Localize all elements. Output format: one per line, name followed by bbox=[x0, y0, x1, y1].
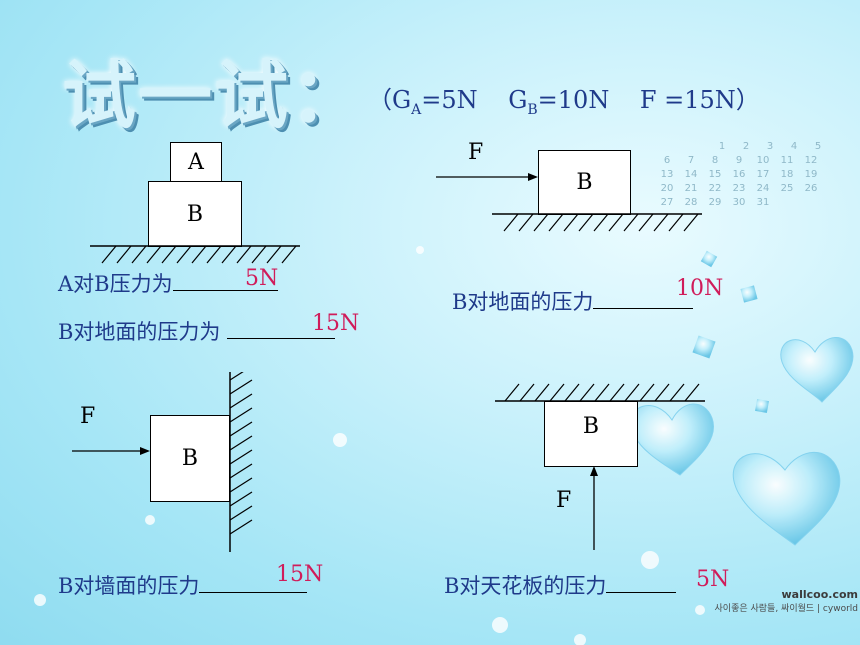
calendar-day: 22 bbox=[708, 183, 722, 194]
force-label: F bbox=[80, 404, 96, 429]
calendar-day: 13 bbox=[660, 169, 674, 180]
calendar-day: 23 bbox=[732, 183, 746, 194]
block-b-label: B bbox=[576, 170, 593, 195]
given-force: F =15N bbox=[639, 86, 736, 114]
block-b: B bbox=[150, 415, 230, 502]
calendar-day: 5 bbox=[814, 141, 822, 152]
watermark-tagline: 사이좋은 사람들, 싸이월드 | cyworld bbox=[714, 604, 858, 614]
calendar-day: 21 bbox=[684, 183, 698, 194]
block-b: B bbox=[148, 181, 242, 247]
heart-icon bbox=[732, 451, 841, 546]
calendar-day: 7 bbox=[687, 155, 695, 166]
wall-hatch bbox=[229, 372, 253, 552]
answer-1a: 5N bbox=[245, 266, 279, 291]
calendar-row: 27 28 29 30 31 bbox=[655, 196, 830, 210]
calendar-row: 13 14 15 16 17 18 19 bbox=[655, 168, 830, 182]
answer-blank bbox=[593, 307, 694, 309]
force-arrow-right bbox=[436, 173, 538, 181]
answer-blank bbox=[172, 289, 278, 291]
calendar-day: 2 bbox=[742, 141, 750, 152]
page-title: 试一试： bbox=[62, 53, 366, 139]
question-4-text: B对天花板的压力 bbox=[444, 574, 607, 598]
given-sub-a: A bbox=[411, 101, 422, 118]
block-b-label: B bbox=[186, 201, 204, 227]
calendar-day: 30 bbox=[732, 197, 746, 208]
calendar-day: 14 bbox=[684, 169, 698, 180]
block-b: B bbox=[544, 401, 638, 467]
calendar-day: 28 bbox=[684, 197, 698, 208]
block-a-label: A bbox=[188, 149, 204, 175]
answer-2: 10N bbox=[676, 276, 724, 301]
given-open: （G bbox=[368, 86, 412, 114]
given-close: ） bbox=[735, 86, 760, 114]
question-2-text: B对地面的压力 bbox=[452, 290, 594, 314]
calendar-day: 6 bbox=[663, 155, 671, 166]
heart-icon bbox=[630, 403, 715, 476]
question-2: B对地面的压力 bbox=[452, 286, 694, 316]
given-val-a: =5N bbox=[421, 86, 478, 114]
force-arrow-right bbox=[72, 447, 150, 455]
answer-3: 15N bbox=[276, 562, 324, 587]
question-4: B对天花板的压力 bbox=[444, 570, 677, 600]
given-values: （GA=5N GB=10N F =15N） bbox=[368, 80, 760, 118]
given-g-b: G bbox=[508, 86, 528, 114]
calendar-day: 20 bbox=[660, 183, 674, 194]
block-b-label: B bbox=[181, 446, 199, 471]
calendar-row: 1 2 3 4 5 bbox=[655, 140, 830, 154]
ground-hatch bbox=[492, 213, 702, 232]
ground-hatch bbox=[90, 245, 300, 264]
calendar-day: 11 bbox=[780, 155, 794, 166]
question-1b-text: B对地面的压力为 bbox=[58, 320, 221, 344]
question-3: B对墙面的压力 bbox=[58, 570, 308, 600]
question-1a-text: A对B压力为 bbox=[58, 272, 173, 296]
force-label: F bbox=[468, 140, 484, 165]
calendar-row: 20 21 22 23 24 25 26 bbox=[655, 182, 830, 196]
question-3-text: B对墙面的压力 bbox=[58, 574, 200, 598]
calendar-day: 24 bbox=[756, 183, 770, 194]
calendar-day: 25 bbox=[780, 183, 794, 194]
given-val-b: =10N bbox=[537, 86, 610, 114]
calendar-day: 4 bbox=[790, 141, 798, 152]
calendar-day: 18 bbox=[780, 169, 794, 180]
calendar-day: 27 bbox=[660, 197, 674, 208]
calendar-day: 1 bbox=[718, 141, 726, 152]
calendar-day: 10 bbox=[756, 155, 770, 166]
force-arrow-up bbox=[590, 466, 598, 550]
answer-blank bbox=[199, 591, 308, 593]
calendar-day: 9 bbox=[735, 155, 743, 166]
calendar-day: 26 bbox=[804, 183, 818, 194]
watermark-site: wallcoo.com bbox=[781, 588, 858, 601]
question-1b: B对地面的压力为 bbox=[58, 316, 336, 346]
answer-4: 5N bbox=[696, 567, 730, 592]
answer-blank bbox=[227, 337, 336, 339]
block-b-label: B bbox=[582, 413, 600, 439]
force-label: F bbox=[556, 488, 572, 513]
calendar-day: 17 bbox=[756, 169, 770, 180]
block-a: A bbox=[170, 142, 222, 182]
calendar-day: 31 bbox=[756, 197, 770, 208]
calendar-day: 29 bbox=[708, 197, 722, 208]
heart-icon bbox=[780, 337, 854, 403]
question-1a: A对B压力为 bbox=[58, 268, 278, 298]
calendar-day: 19 bbox=[804, 169, 818, 180]
given-sub-b: B bbox=[527, 101, 538, 118]
answer-1b: 15N bbox=[312, 311, 360, 336]
block-b: B bbox=[538, 150, 631, 215]
calendar-row: 6 7 8 9 10 11 12 bbox=[655, 154, 830, 168]
watermark: wallcoo.com 사이좋은 사람들, 싸이월드 | cyworld bbox=[648, 588, 858, 614]
calendar-day: 15 bbox=[708, 169, 722, 180]
calendar-day: 12 bbox=[804, 155, 818, 166]
calendar-day: 8 bbox=[711, 155, 719, 166]
calendar-day: 3 bbox=[766, 141, 774, 152]
answer-blank bbox=[606, 591, 677, 593]
calendar-day: 16 bbox=[732, 169, 746, 180]
